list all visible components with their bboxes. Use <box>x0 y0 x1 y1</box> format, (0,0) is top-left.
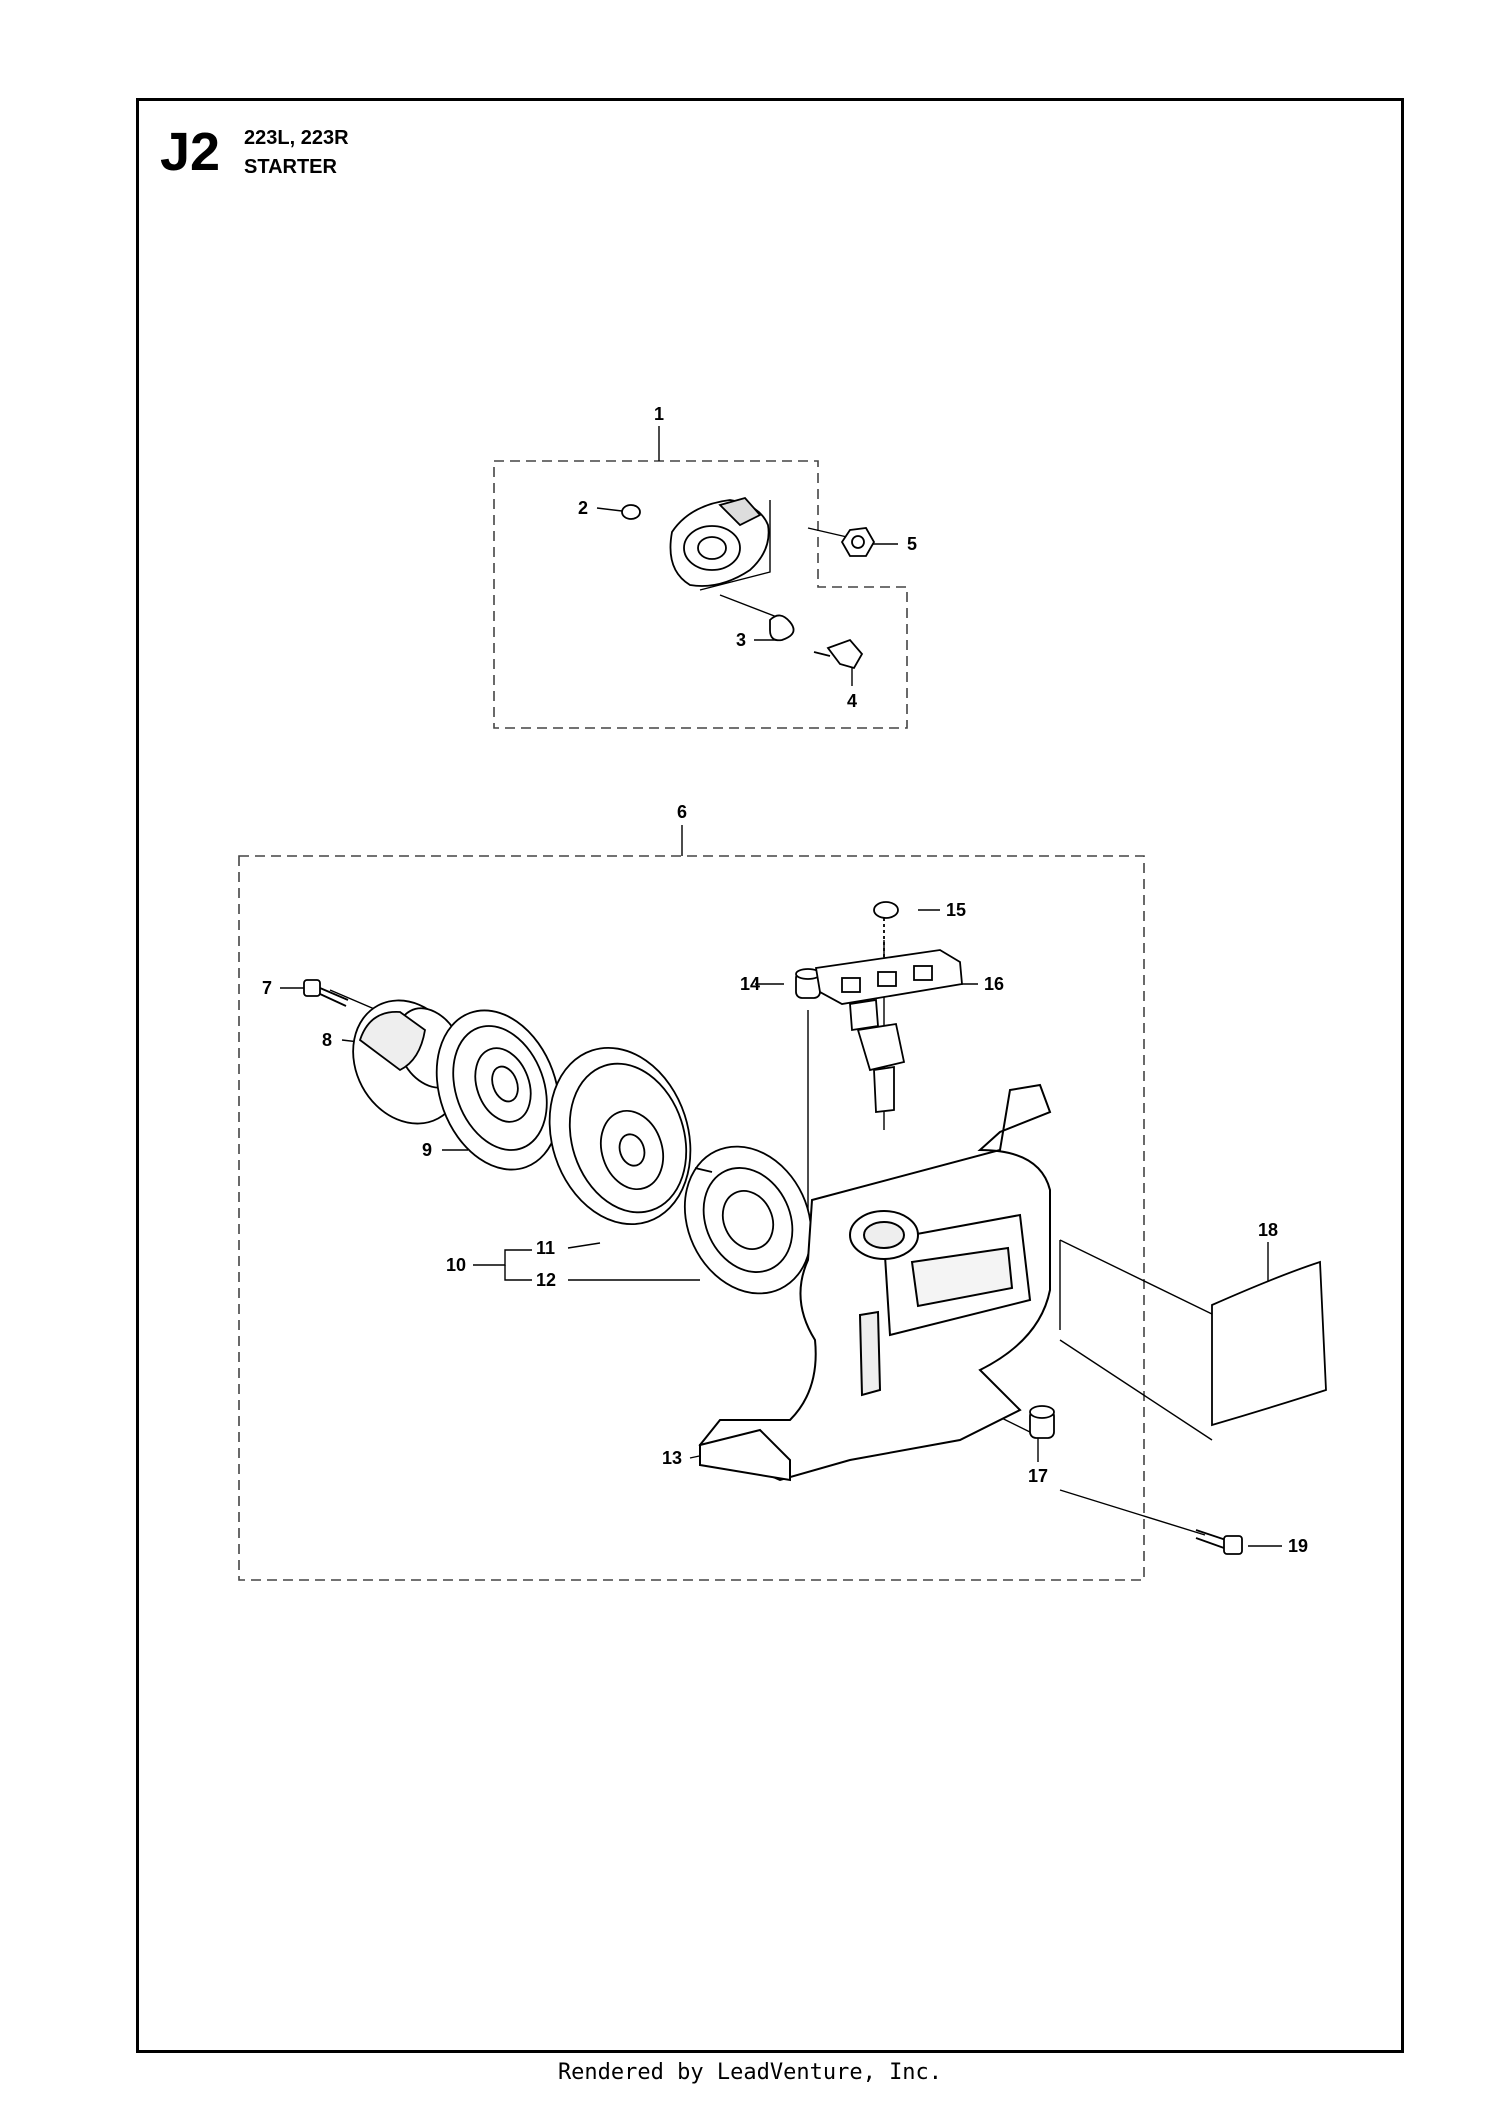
part-13-starter-housing <box>698 1083 1052 1482</box>
leader-lines <box>280 426 1282 1547</box>
part-16-starter-handle <box>814 901 963 1114</box>
callout-15: 15 <box>946 900 966 920</box>
part-1-pawl-carrier <box>621 496 876 670</box>
callout-3: 3 <box>736 630 746 650</box>
callout-8: 8 <box>322 1030 332 1050</box>
callout-numbers: 1 2 3 4 5 6 7 8 9 10 11 12 13 14 15 16 1… <box>262 404 1308 1556</box>
group-box-6 <box>238 855 1145 1581</box>
callout-5: 5 <box>907 534 917 554</box>
callout-10: 10 <box>446 1255 466 1275</box>
callout-11: 11 <box>536 1238 555 1258</box>
section-code: J2 <box>160 122 221 182</box>
callout-17: 17 <box>1028 1466 1048 1486</box>
diagram-title: STARTER <box>244 156 337 178</box>
part-19-screw <box>1195 1529 1243 1555</box>
part-12-recoil-spring <box>683 1145 813 1295</box>
callout-19: 19 <box>1288 1536 1308 1556</box>
diagram-frame <box>136 98 1404 2053</box>
callout-9: 9 <box>422 1140 432 1160</box>
model-numbers: 223L, 223R <box>244 127 349 149</box>
callout-1: 1 <box>654 404 664 424</box>
callout-12: 12 <box>536 1270 556 1290</box>
part-7-bolt <box>303 979 349 1007</box>
callout-16: 16 <box>984 974 1004 994</box>
part-18-decal <box>1211 1260 1327 1427</box>
callout-7: 7 <box>262 978 272 998</box>
callout-18: 18 <box>1258 1220 1278 1240</box>
footer-credit: Rendered by LeadVenture, Inc. <box>557 2060 943 2085</box>
part-17-spacer <box>1029 1405 1055 1439</box>
part-11-pulley <box>548 1046 692 1226</box>
part-9-spring-cassette <box>435 1009 561 1171</box>
callout-14: 14 <box>740 974 760 994</box>
callout-6: 6 <box>677 802 687 822</box>
callout-4: 4 <box>847 691 857 711</box>
callout-13: 13 <box>662 1448 682 1468</box>
callout-2: 2 <box>578 498 588 518</box>
group-box-1 <box>493 460 908 729</box>
